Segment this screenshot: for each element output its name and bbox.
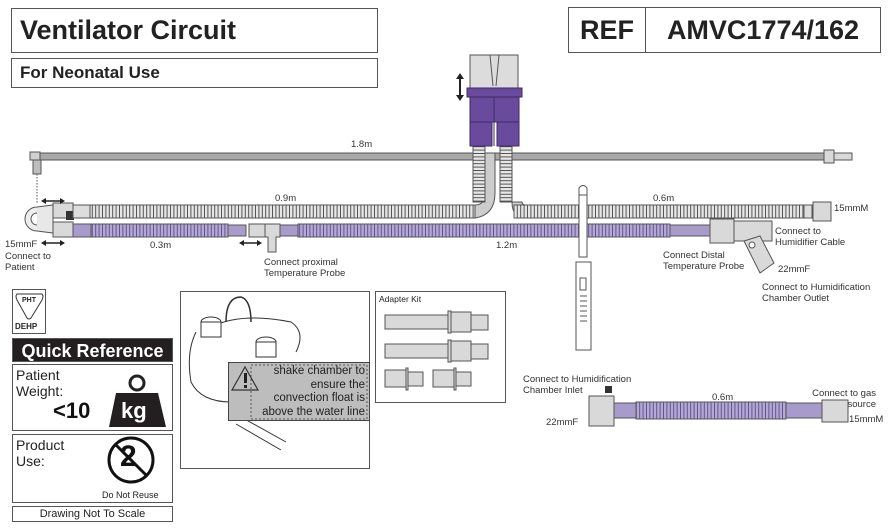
pht-label: PHT [22,297,36,304]
do-not-reuse-icon [107,436,155,484]
humidifier-connector[interactable] [709,218,775,274]
adapter-kit-title: Adapter Kit [379,294,422,304]
adapter-kit-illustration [384,310,489,391]
label-chamber-outlet-connector: 22mmF [778,264,811,275]
label-inspiratory-heated-length: 1.2m [496,240,518,251]
warning-line: ensure the [310,378,365,391]
dry-line [588,386,849,427]
reuse-symbol: 2 [120,440,137,473]
label-chamber-inlet: Connect to Humidification Chamber Inlet [523,374,632,396]
weight-icon [109,374,166,427]
expiratory-riser-right [499,144,513,203]
proximal-probe-port[interactable] [264,223,281,253]
expiratory-riser [472,144,486,203]
adapter [432,369,455,388]
label-connect-patient: Connect to Patient [5,251,51,273]
warning-line: above the water line [262,405,365,418]
shake-chamber-warning: shake chamber to ensure the convection f… [228,362,370,421]
product-use-box: Product Use: 2 Do Not Reuse [12,434,173,503]
humidification-chamber-panel [180,291,370,469]
right-tube-0.6m [513,204,805,219]
chamber-inlet-connector[interactable] [588,395,615,427]
quick-reference-heading: Quick Reference [12,338,173,362]
page-title: Ventilator Circuit [11,8,378,53]
humidification-chamber-illustration [188,296,301,460]
label-right-length: 0.6m [653,193,675,204]
label-humidifier-cable: Connect to Humidifier Cable [775,226,846,248]
dehp-label: DEHP [15,322,38,331]
label-ventilator-connector: 15mmM [834,203,869,214]
label-top-length: 1.8m [351,139,373,150]
vertical-adjust-arrow-icon [456,73,464,101]
label-inspiratory-patient-length: 0.3m [150,240,172,251]
label-distal-probe: Connect Distal Temperature Probe [663,250,745,272]
ventilator-connector-15mmM[interactable] [812,201,832,222]
label-gas-connector: 15mmM [849,414,884,425]
ref-box: REF AMVC1774/162 [568,7,881,53]
inspiratory-tube-0.3m [90,223,229,238]
weight-unit: kg [121,398,147,423]
label-gas-source: Connect to gas source [812,388,876,410]
dry-line-tube-0.6m [635,401,787,420]
warning-text: shake chamber to ensure the convection f… [262,365,365,419]
patient-weight-box: Patient Weight: <10 kg [12,364,173,431]
warning-line: convection float is [273,392,365,404]
warning-line: shake chamber to [273,365,365,377]
adapter-kit-panel: Adapter Kit [375,291,506,403]
patient-weight-label: Patient Weight: [16,367,64,399]
ref-label: REF [569,8,646,52]
label-dry-line-length: 0.6m [712,392,734,403]
tube-clip[interactable] [575,185,592,351]
do-not-reuse-caption: Do Not Reuse [102,490,159,500]
label-inlet-connector: 22mmF [546,417,579,428]
label-expiratory-length: 0.9m [275,193,297,204]
inspiratory-tube-1.2m [297,223,671,238]
expiratory-tube-0.9m [89,204,476,219]
ref-code: AMVC1774/162 [666,15,860,45]
patient-weight-value: <10 [53,398,91,423]
warning-triangle-icon [230,364,368,420]
adjust-arrow-icon [41,198,262,246]
patient-wye-connector[interactable] [24,202,74,238]
pht-dehp-badge: PHT DEHP [12,289,46,334]
page-subtitle: For Neonatal Use [11,58,378,88]
adapter [384,343,449,359]
adapter [384,314,449,330]
label-patient-connector: 15mmF [5,239,38,250]
top-tube-1.8m [29,149,853,203]
label-proximal-probe: Connect proximal Temperature Probe [264,257,346,279]
ventilator-manifold[interactable] [466,54,523,147]
gas-source-connector[interactable] [821,399,849,423]
adapter [384,369,407,388]
product-use-label: Product Use: [16,437,65,469]
drawing-scale-note: Drawing Not To Scale [12,506,173,522]
label-chamber-outlet: Connect to Humidification Chamber Outlet [762,282,871,304]
